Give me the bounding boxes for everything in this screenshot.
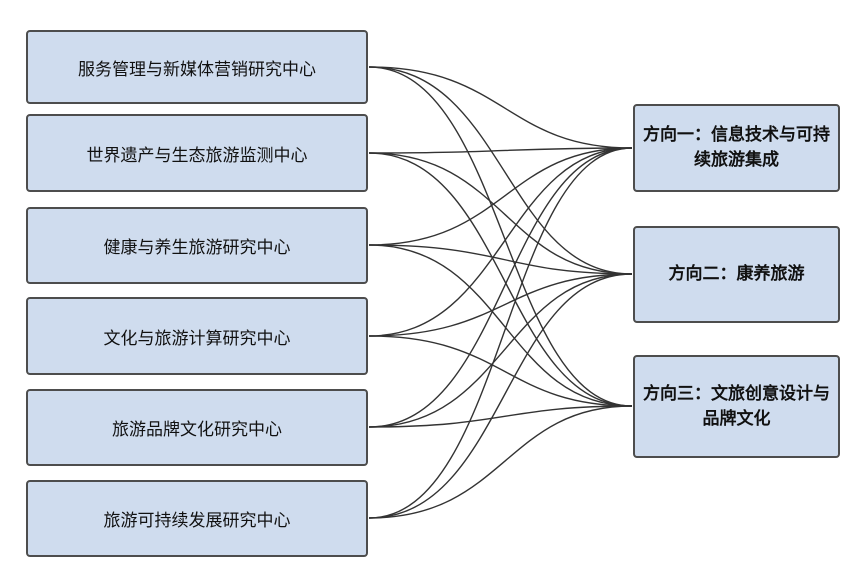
connector-6-to-2 bbox=[368, 273, 633, 519]
connector-1-to-3 bbox=[368, 66, 633, 407]
center-box-culture-computing: 文化与旅游计算研究中心 bbox=[26, 297, 368, 375]
connector-5-to-3 bbox=[368, 405, 633, 428]
connector-3-to-2 bbox=[368, 244, 633, 275]
connector-1-to-1 bbox=[368, 66, 633, 149]
connector-4-to-1 bbox=[368, 147, 633, 337]
connector-6-to-3 bbox=[368, 405, 633, 519]
connector-2-to-2 bbox=[368, 152, 633, 275]
direction-label: 方向一：信息技术与可持续旅游集成 bbox=[643, 125, 830, 170]
center-label: 旅游可持续发展研究中心 bbox=[103, 511, 291, 531]
center-label: 旅游品牌文化研究中心 bbox=[112, 420, 282, 440]
direction-box-2: 方向二：康养旅游 bbox=[633, 226, 840, 323]
direction-box-3: 方向三：文旅创意设计与品牌文化 bbox=[633, 355, 840, 458]
center-box-health-tourism: 健康与养生旅游研究中心 bbox=[26, 207, 368, 284]
connector-1-to-2 bbox=[368, 66, 633, 275]
center-label: 服务管理与新媒体营销研究中心 bbox=[78, 59, 316, 80]
center-box-world-heritage: 世界遗产与生态旅游监测中心 bbox=[26, 114, 368, 192]
center-label: 文化与旅游计算研究中心 bbox=[103, 328, 291, 349]
connector-5-to-2 bbox=[368, 273, 633, 428]
center-box-service-management: 服务管理与新媒体营销研究中心 bbox=[26, 30, 368, 104]
connector-3-to-3 bbox=[368, 244, 633, 407]
connector-2-to-3 bbox=[368, 152, 633, 407]
connector-2-to-1 bbox=[368, 147, 633, 154]
center-label: 世界遗产与生态旅游监测中心 bbox=[86, 145, 308, 166]
center-box-brand-culture: 旅游品牌文化研究中心 bbox=[26, 389, 368, 466]
direction-label: 方向三：文旅创意设计与品牌文化 bbox=[643, 383, 830, 429]
direction-box-1: 方向一：信息技术与可持续旅游集成 bbox=[633, 104, 840, 192]
connector-6-to-1 bbox=[368, 147, 633, 519]
center-label: 健康与养生旅游研究中心 bbox=[103, 238, 291, 258]
center-box-sustainable-development: 旅游可持续发展研究中心 bbox=[26, 480, 368, 557]
direction-label: 方向二：康养旅游 bbox=[668, 264, 805, 285]
connector-4-to-3 bbox=[368, 335, 633, 407]
connector-5-to-1 bbox=[368, 147, 633, 428]
connector-4-to-2 bbox=[368, 273, 633, 337]
connector-3-to-1 bbox=[368, 147, 633, 246]
